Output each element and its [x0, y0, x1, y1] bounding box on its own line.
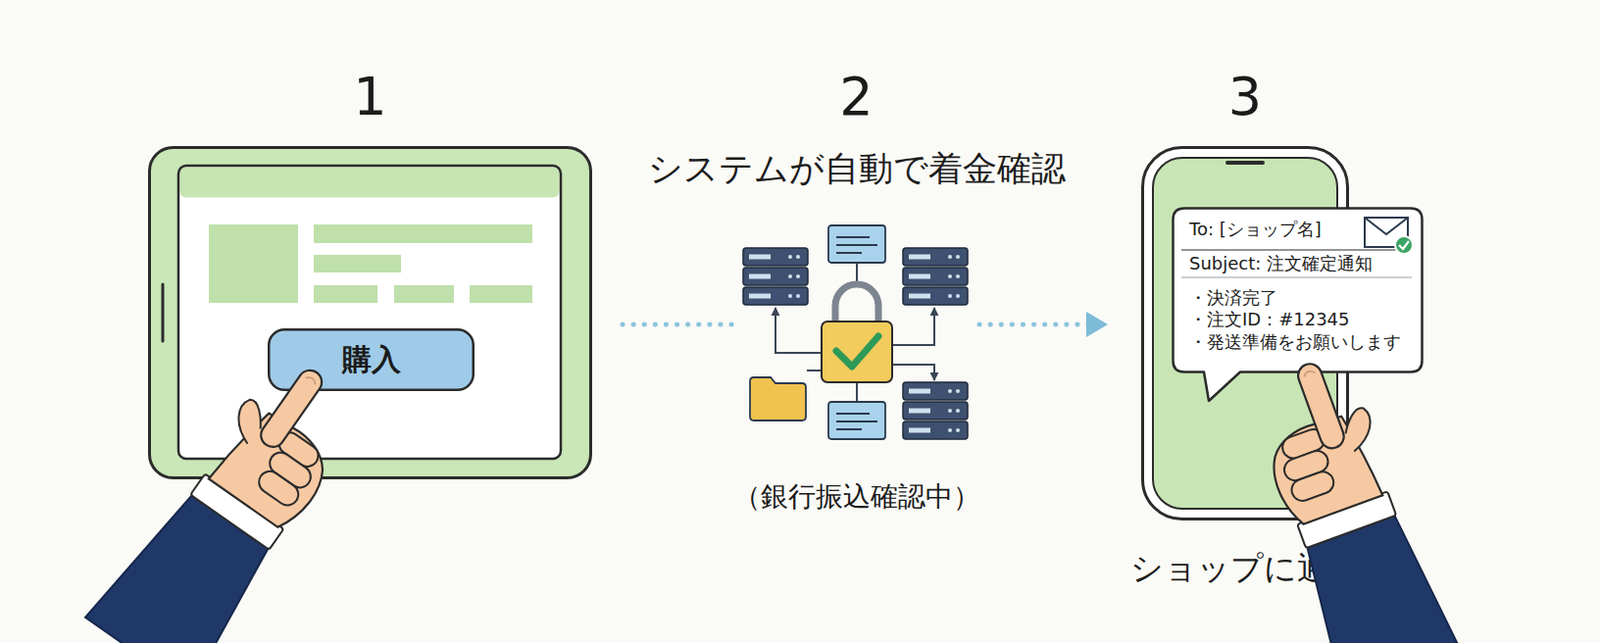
envelope-flap	[1364, 217, 1408, 235]
step-number: 1	[148, 67, 593, 127]
icon-link	[775, 307, 822, 353]
index-finger	[256, 365, 327, 451]
email-line: ・注文ID：#12345	[1189, 308, 1350, 331]
server-icon	[902, 248, 968, 305]
icon-link	[890, 364, 935, 381]
icon-link	[855, 382, 858, 402]
tablet-outline	[150, 148, 592, 479]
curled-finger	[1288, 468, 1337, 504]
pointing-hand	[1232, 348, 1466, 643]
email-line: Subject: 注文確定通知	[1189, 252, 1373, 275]
bubble-outline	[1173, 208, 1423, 402]
document-icon	[828, 401, 886, 440]
email-line: ・発送準備をお願いします	[1189, 331, 1401, 353]
email-line: ・決済完了	[1189, 287, 1278, 309]
index-finger	[1295, 360, 1348, 452]
screen-header-bar	[180, 167, 560, 199]
content-bar	[313, 285, 378, 303]
email-divider	[1181, 276, 1412, 278]
curled-finger	[254, 466, 303, 509]
folder-icon	[750, 377, 806, 421]
email-divider	[1181, 249, 1412, 250]
envelope-icon	[1364, 217, 1413, 254]
content-bar	[313, 254, 401, 273]
tablet-side-button	[161, 284, 165, 342]
phone-speaker	[1227, 160, 1263, 165]
finger-nail	[305, 375, 318, 386]
document-icon	[828, 225, 886, 263]
server-icon	[902, 382, 968, 440]
thumb	[1339, 405, 1379, 452]
sent-check-mark	[1399, 241, 1409, 250]
email-line: To: [ショップ名]	[1189, 218, 1322, 241]
status-note: （銀行振込確認中）	[733, 480, 981, 514]
product-image-block	[208, 224, 299, 303]
content-bar	[469, 285, 533, 303]
tablet-screen	[178, 165, 561, 459]
lock-body	[821, 321, 893, 383]
sent-check-badge	[1395, 236, 1413, 254]
server-icon	[743, 248, 808, 305]
step-number: 2	[737, 67, 976, 127]
finger-nail	[1302, 369, 1315, 377]
screen-border	[178, 165, 561, 459]
icon-link	[806, 369, 822, 372]
lock-shackle	[835, 284, 879, 324]
step-number: 3	[1141, 67, 1350, 127]
flow-connector	[622, 322, 736, 328]
content-bar	[313, 224, 533, 244]
flow-connector	[979, 322, 1108, 328]
step-heading: システムが自動で着金確認	[648, 148, 1066, 190]
pointing-hand	[85, 344, 382, 643]
icon-link	[890, 307, 935, 346]
content-bar	[394, 285, 454, 303]
check-mark	[836, 336, 879, 367]
